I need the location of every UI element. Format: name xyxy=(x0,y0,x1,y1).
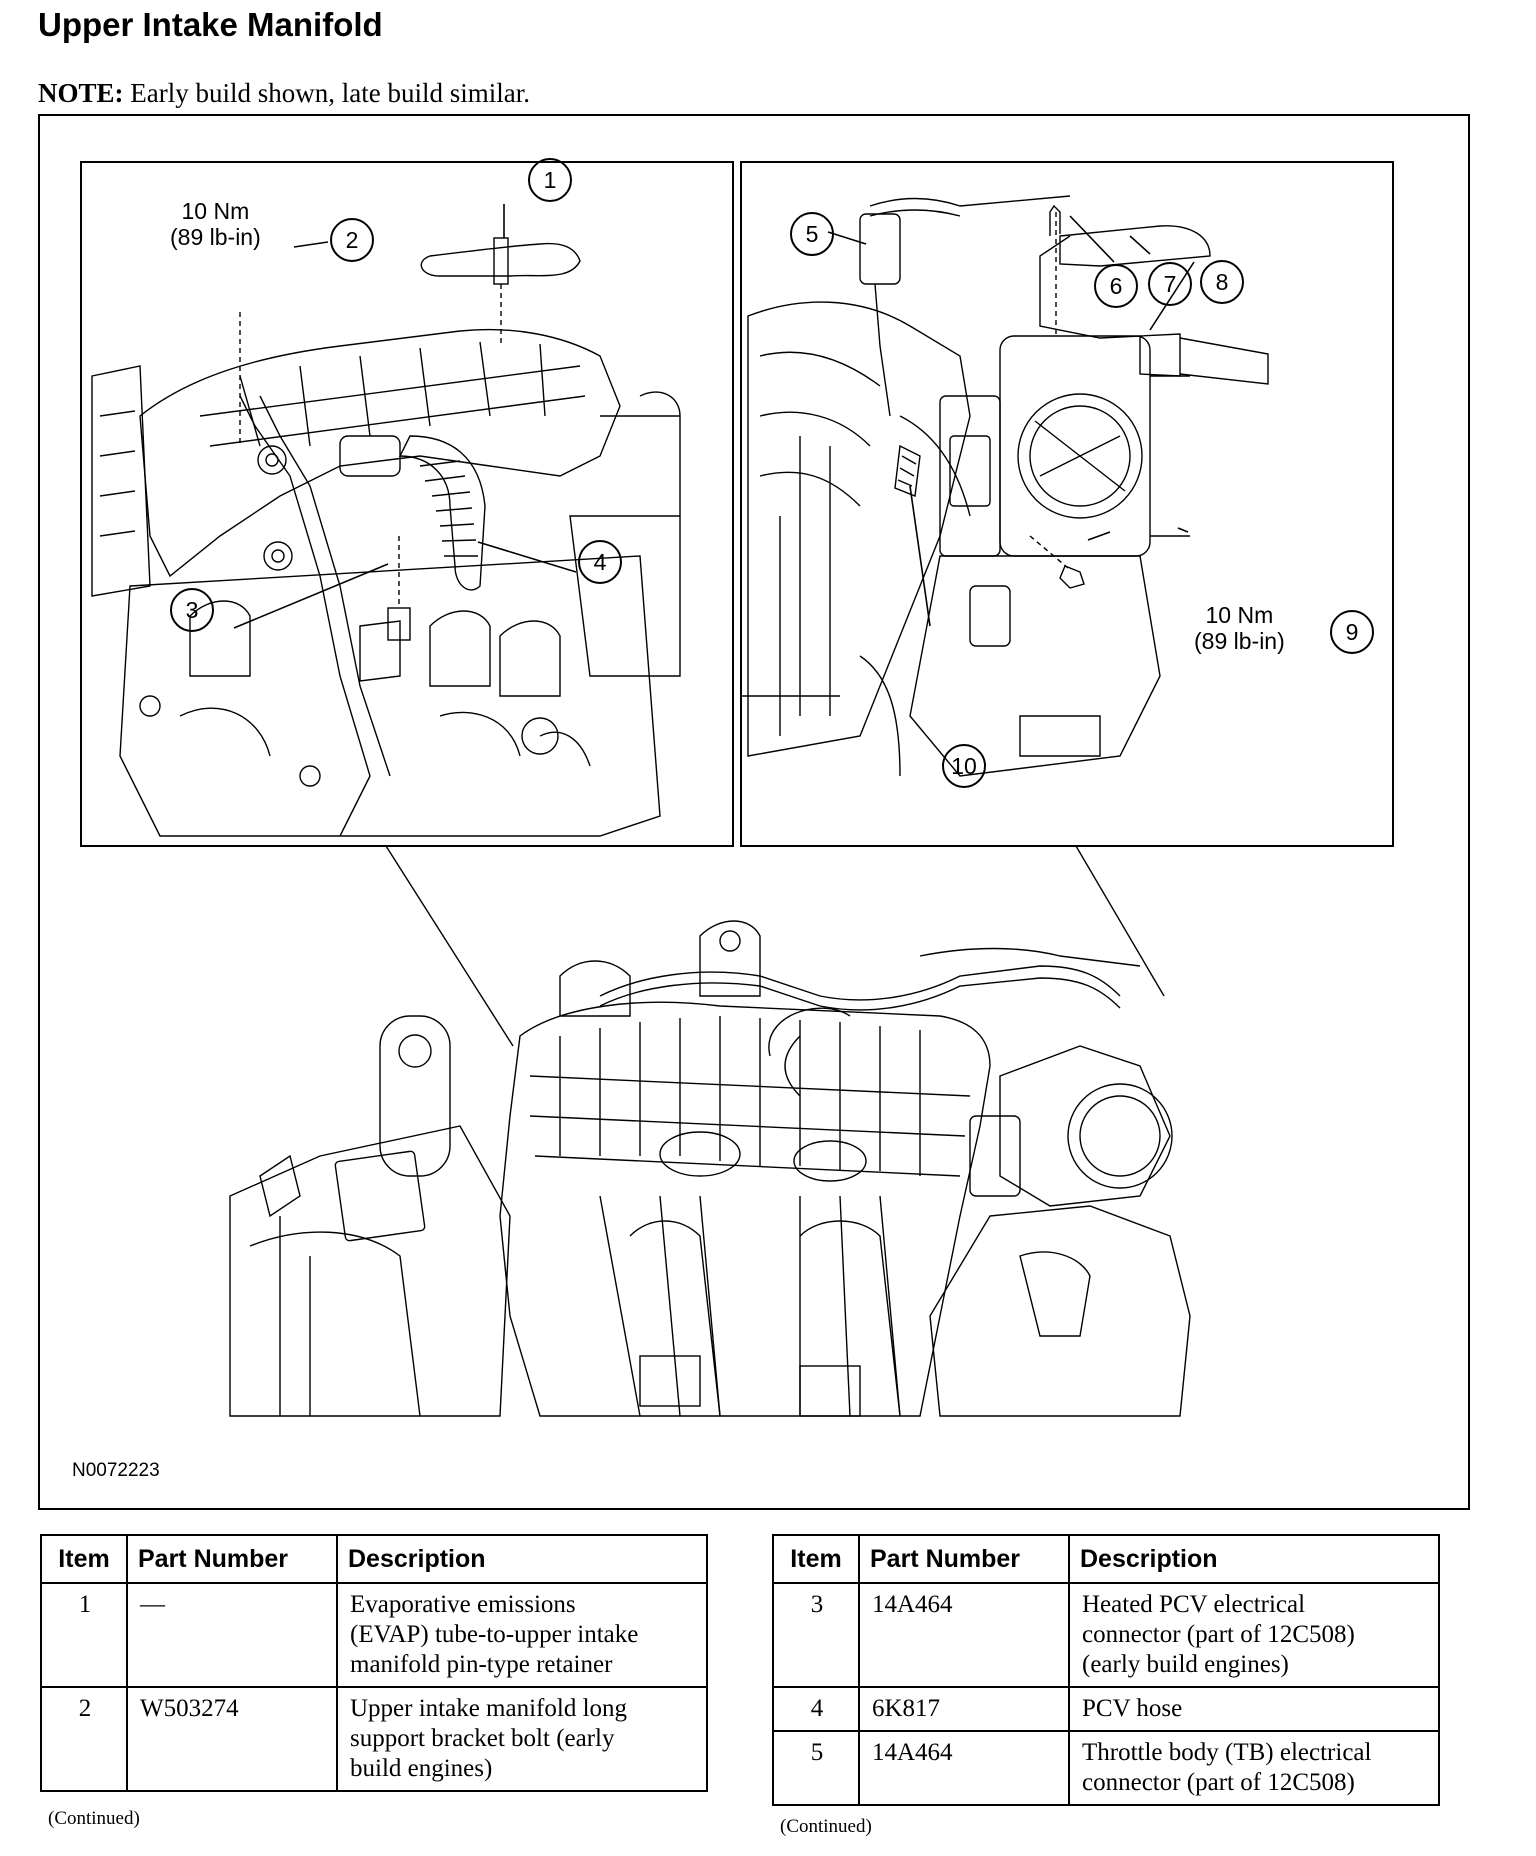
right-inset-drawing xyxy=(740,195,1269,777)
right-inset-frame xyxy=(740,161,1394,847)
torque-label-right: 10 Nm (89 lb-in) xyxy=(1194,602,1285,654)
callout-4: 4 xyxy=(578,540,622,584)
engine-illustration xyxy=(80,161,1394,1417)
continued-note-left: (Continued) xyxy=(48,1808,140,1829)
table-row: 5 14A464 Throttle body (TB) electrical c… xyxy=(772,1731,1440,1806)
parts-table-left: Item Part Number Description 1 — Evapora… xyxy=(40,1534,708,1792)
callout-number: 7 xyxy=(1163,270,1177,297)
table-row: 2 W503274 Upper intake manifold long sup… xyxy=(40,1687,708,1792)
page-title: Upper Intake Manifold xyxy=(38,6,383,43)
parts-table-right: Item Part Number Description 3 14A464 He… xyxy=(772,1534,1440,1806)
table-row: 1 — Evaporative emissions (EVAP) tube-to… xyxy=(40,1583,708,1688)
callout-number: 6 xyxy=(1109,272,1123,299)
main-engine-drawing xyxy=(229,845,1191,1417)
col-header-description: Description xyxy=(336,1534,708,1584)
table-row: 4 6K817 PCV hose xyxy=(772,1687,1440,1732)
torque-nm-left: 10 Nm xyxy=(181,198,250,224)
part-number: 14A464 xyxy=(858,1731,1070,1806)
item-number: 1 xyxy=(40,1583,128,1688)
item-number: 5 xyxy=(772,1731,860,1806)
table-row: 3 14A464 Heated PCV electrical connector… xyxy=(772,1583,1440,1688)
description-line: Throttle body (TB) electrical xyxy=(1082,1739,1372,1766)
description: Throttle body (TB) electrical connector … xyxy=(1068,1731,1440,1806)
callout-3: 3 xyxy=(170,588,214,632)
description-line: Evaporative emissions xyxy=(350,1591,576,1618)
callout-number: 8 xyxy=(1215,268,1229,295)
description-line: connector (part of 12C508) xyxy=(1082,1769,1355,1796)
description-line: connector (part of 12C508) xyxy=(1082,1621,1355,1648)
col-header-part-number: Part Number xyxy=(126,1534,338,1584)
description-line: (EVAP) tube-to-upper intake xyxy=(350,1621,639,1648)
item-number: 2 xyxy=(40,1687,128,1792)
description-line: Heated PCV electrical xyxy=(1082,1591,1306,1618)
continued-note-right: (Continued) xyxy=(780,1816,872,1837)
col-header-description: Description xyxy=(1068,1534,1440,1584)
note-text: Early build shown, late build similar. xyxy=(123,78,530,108)
table-header-row: Item Part Number Description xyxy=(40,1534,708,1584)
note-line: NOTE: Early build shown, late build simi… xyxy=(38,78,530,109)
description-line: PCV hose xyxy=(1082,1695,1183,1722)
callout-10: 10 xyxy=(942,744,986,788)
item-number: 4 xyxy=(772,1687,860,1732)
description-line: build engines) xyxy=(350,1755,493,1782)
description: Heated PCV electrical connector (part of… xyxy=(1068,1583,1440,1688)
callout-number: 5 xyxy=(805,220,819,247)
callout-7: 7 xyxy=(1148,262,1192,306)
note-label: NOTE: xyxy=(38,78,124,108)
description-line: manifold pin-type retainer xyxy=(350,1651,613,1678)
part-number: — xyxy=(126,1583,338,1688)
description-line: support bracket bolt (early xyxy=(350,1725,615,1752)
callout-number: 4 xyxy=(593,548,607,575)
callout-number: 1 xyxy=(543,166,557,193)
callout-6: 6 xyxy=(1094,264,1138,308)
callout-number: 2 xyxy=(345,226,359,253)
callout-number: 9 xyxy=(1345,618,1359,645)
description-line: Upper intake manifold long xyxy=(350,1695,628,1722)
description: Evaporative emissions (EVAP) tube-to-upp… xyxy=(336,1583,708,1688)
part-number: 14A464 xyxy=(858,1583,1070,1688)
table-header-row: Item Part Number Description xyxy=(772,1534,1440,1584)
callout-8: 8 xyxy=(1200,260,1244,304)
left-inset-drawing xyxy=(91,237,681,837)
col-header-item: Item xyxy=(40,1534,128,1584)
part-number: W503274 xyxy=(126,1687,338,1792)
description-line: (early build engines) xyxy=(1082,1651,1289,1678)
callout-2: 2 xyxy=(330,218,374,262)
torque-nm-right: 10 Nm xyxy=(1205,602,1274,628)
callout-5: 5 xyxy=(790,212,834,256)
callout-1: 1 xyxy=(528,158,572,202)
item-number: 3 xyxy=(772,1583,860,1688)
figure-code: N0072223 xyxy=(72,1460,160,1481)
description: PCV hose xyxy=(1068,1687,1440,1732)
callout-9: 9 xyxy=(1330,610,1374,654)
torque-lbin-right: (89 lb-in) xyxy=(1194,628,1285,654)
illustration-frame: 10 Nm (89 lb-in) 10 Nm (89 lb-in) 1 2 3 … xyxy=(38,114,1470,1510)
callout-number: 3 xyxy=(185,596,199,623)
col-header-item: Item xyxy=(772,1534,860,1584)
left-leaders xyxy=(233,204,577,629)
torque-lbin-left: (89 lb-in) xyxy=(170,224,261,250)
callout-number: 10 xyxy=(951,752,977,779)
part-number: 6K817 xyxy=(858,1687,1070,1732)
right-leaders xyxy=(827,215,1195,627)
left-inset-frame xyxy=(80,161,734,847)
torque-label-left: 10 Nm (89 lb-in) xyxy=(170,198,261,250)
col-header-part-number: Part Number xyxy=(858,1534,1070,1584)
description: Upper intake manifold long support brack… xyxy=(336,1687,708,1792)
